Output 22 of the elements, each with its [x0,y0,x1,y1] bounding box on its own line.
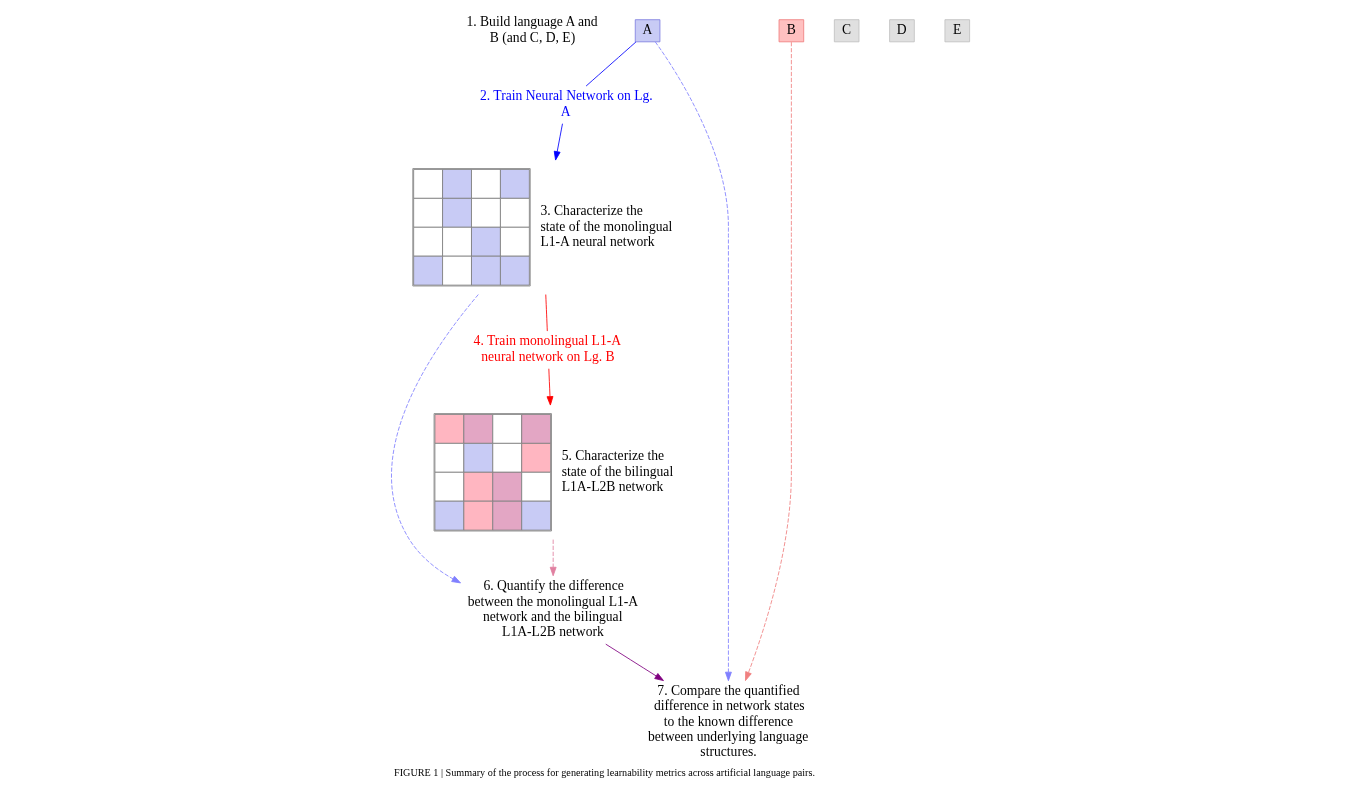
node-text: 6. Quantify the difference between the monolingual L1-A network and the bilingual L1A-L2B network [467,578,638,640]
label: 1. Build language A and B (and C, D, E) [465,14,598,45]
arrow [553,123,563,161]
arrow [604,643,664,681]
node-text: 4. Train monolingual L1-A neural network on Lg. B [473,333,621,364]
arrow [549,539,557,577]
connector [585,41,636,87]
node-box: C [833,19,859,43]
node-box: B [778,19,804,43]
node-label: 3. Characterize the state of the monolingual L1-A neural network [539,203,672,249]
arrow [654,41,732,682]
connector [544,294,548,332]
caption: FIGURE 1 | Summary of the process for generating learnability metrics across artificial language pairs. [393,766,815,778]
node-text: 2. Train Neural Network on Lg. A [479,88,653,119]
node-box: D [888,19,915,43]
node-box: A [634,19,660,43]
arrow [546,368,553,406]
arrow [744,41,792,682]
node-label: 5. Characterize the state of the bilingual L1A-L2B network [561,448,673,494]
node-box: E [944,19,970,43]
arrow [390,294,479,584]
node-text: 7. Compare the quantified difference in network states to the known difference between underlying language structures. [647,683,808,760]
